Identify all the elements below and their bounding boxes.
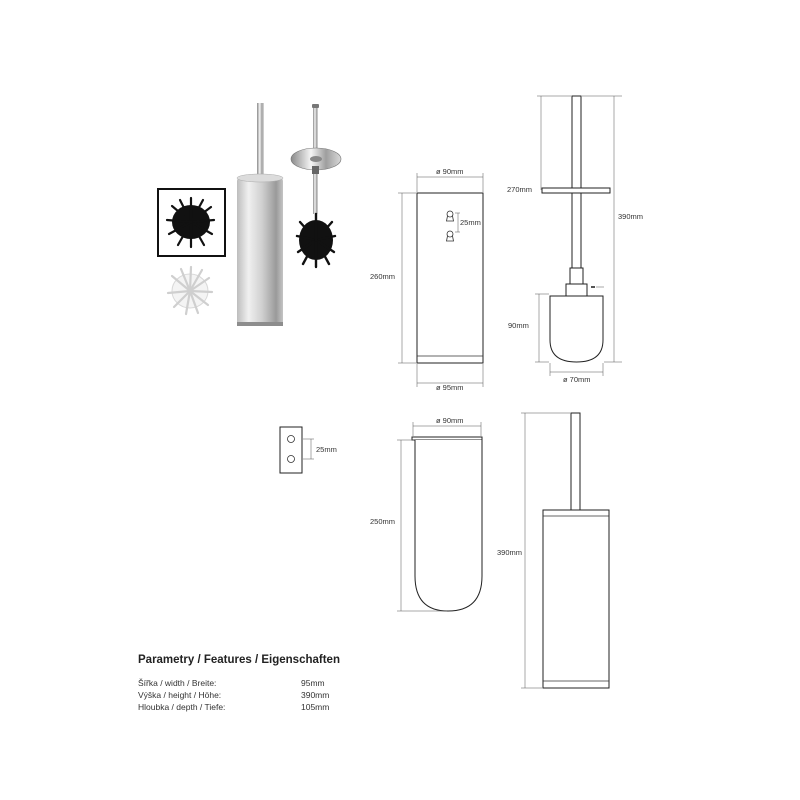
black-brush-head-icon [165, 196, 216, 249]
hole-spacing-label: 25mm [460, 218, 481, 227]
brush-head-outline [549, 295, 604, 363]
parameter-label: Šířka / width / Breite: [138, 678, 217, 688]
brush-head-height-label: 90mm [508, 321, 529, 330]
bracket-hole-icon [287, 455, 295, 463]
assembled-handle-outline [570, 412, 581, 511]
front-view-holder: 25mm ø 90mm 260mm ø 95mm [370, 167, 484, 392]
front-bottom-width-label: ø 95mm [436, 383, 464, 392]
brush-lid-outline [541, 187, 611, 194]
parameter-label: Hloubka / depth / Tiefe: [138, 702, 226, 712]
bracket-plate-outline [279, 426, 303, 474]
bracket-hole-spacing-label: 25mm [316, 445, 337, 454]
parameter-row-height: Výška / height / Höhe: 390mm [138, 690, 398, 702]
parameter-value: 105mm [301, 702, 330, 712]
parameter-value: 390mm [301, 690, 330, 700]
keyhole-icon [446, 230, 454, 242]
brush-total-height-label: 390mm [618, 212, 643, 221]
keyhole-icon [446, 210, 454, 222]
parameter-label: Výška / height / Höhe: [138, 690, 222, 700]
parameter-row-depth: Hloubka / depth / Tiefe: 105mm [138, 702, 398, 714]
brush-view: 270mm 390mm 90mm ø 70mm [507, 95, 643, 384]
brush-with-lid-photo [290, 104, 342, 269]
white-brush-head-icon [166, 265, 214, 316]
parameters-title: Parametry / Features / Eigenschaften [138, 654, 340, 666]
brush-handle-outline [571, 95, 582, 269]
parameter-row-width: Šířka / width / Breite: 95mm [138, 678, 398, 690]
bracket-hole-icon [287, 435, 295, 443]
wall-bracket-view: 25mm [279, 426, 337, 474]
front-top-width-label: ø 90mm [436, 167, 464, 176]
brush-stem-height-label: 270mm [507, 185, 532, 194]
insert-cup-view: ø 90mm 250mm [370, 416, 483, 612]
insert-cup-outline [414, 440, 483, 612]
parameter-value: 95mm [301, 678, 325, 688]
assembled-height-label: 390mm [497, 548, 522, 557]
assembled-view: 390mm [497, 412, 610, 689]
holder-cylinder-photo [236, 103, 284, 326]
insert-height-label: 250mm [370, 517, 395, 526]
product-photo [157, 103, 342, 326]
brush-head-diameter-label: ø 70mm [563, 375, 591, 384]
parameters-table: Parametry / Features / Eigenschaften Šíř… [138, 654, 398, 714]
insert-top-width-label: ø 90mm [436, 416, 464, 425]
front-height-label: 260mm [370, 272, 395, 281]
assembled-body-outline [542, 509, 610, 689]
